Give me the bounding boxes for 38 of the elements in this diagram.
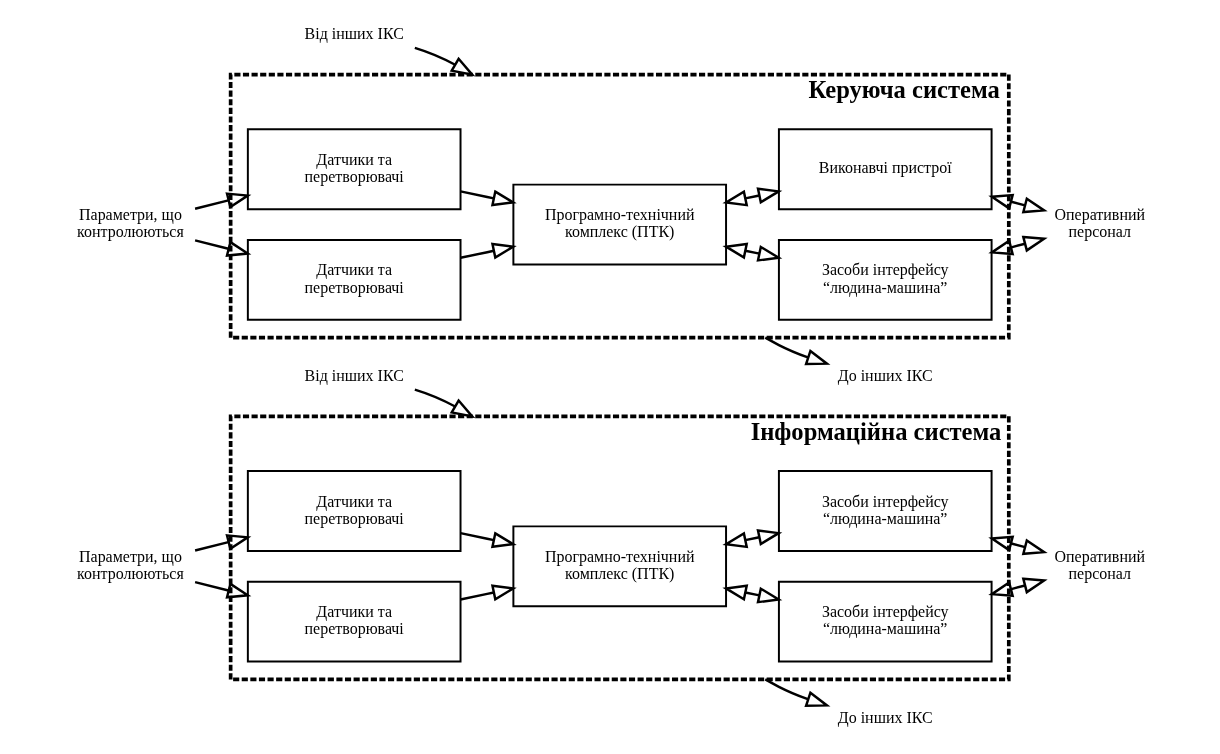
node-box: Засоби інтерфейсу “людина-машина”: [777, 238, 993, 321]
arrow: [459, 531, 517, 549]
arrow: [987, 235, 1048, 256]
node-text: Від інших ІКС: [304, 25, 404, 43]
node-text: Оперативний персонал: [1054, 206, 1145, 241]
arrow: [413, 46, 475, 77]
node-text: До інших ІКС: [837, 708, 933, 726]
arrow: [194, 534, 251, 552]
node-text: Оперативний персонал: [1054, 547, 1145, 583]
arrow: [194, 192, 251, 210]
arrow: [459, 189, 517, 207]
arrow: [764, 336, 830, 366]
arrow: [721, 584, 782, 604]
node-box: Датчики та перетворювачі: [246, 580, 461, 663]
node-text: Параметри, що контролюються: [76, 547, 184, 583]
node-text: До інших ІКС: [837, 367, 933, 385]
arrow: [987, 193, 1048, 214]
arrow: [459, 242, 517, 260]
node-box: Датчики та перетворювачі: [246, 470, 461, 552]
arrow: [459, 584, 517, 602]
node-box: Засоби інтерфейсу “людина-машина”: [777, 470, 993, 552]
node-box: Виконавчі пристрої: [777, 128, 993, 211]
node-box: Датчики та перетворювачі: [246, 128, 461, 211]
node-box: Програмно-технічний комплекс (ПТК): [511, 183, 727, 266]
arrow: [194, 239, 251, 257]
node-text: Параметри, що контролюються: [76, 206, 184, 241]
node-box: Програмно-технічний комплекс (ПТК): [511, 525, 727, 608]
node-text: Від інших ІКС: [304, 367, 404, 385]
arrow: [764, 678, 830, 708]
arrow: [721, 242, 782, 262]
arrow: [721, 529, 782, 549]
node-box: Засоби інтерфейсу “людина-машина”: [777, 580, 993, 663]
arrow: [194, 580, 251, 599]
arrow: [987, 535, 1048, 556]
arrow: [413, 388, 475, 419]
arrow: [721, 187, 782, 207]
node-box: Датчики та перетворювачі: [246, 238, 461, 321]
arrow: [987, 577, 1048, 598]
